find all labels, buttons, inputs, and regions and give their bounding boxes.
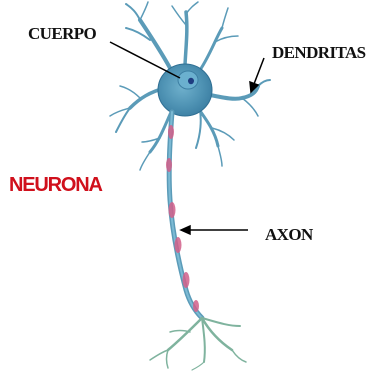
label-dendritas: DENDRITAS (272, 44, 365, 61)
cuerpo-pointer (110, 42, 180, 78)
axon-terminals (150, 318, 246, 370)
dendritas-pointer (254, 58, 264, 84)
diagram-title: NEURONA (9, 175, 102, 195)
nucleus (178, 71, 198, 89)
label-cuerpo: CUERPO (28, 25, 96, 42)
axon-arrowhead (181, 226, 190, 234)
label-axon: AXON (265, 226, 313, 243)
